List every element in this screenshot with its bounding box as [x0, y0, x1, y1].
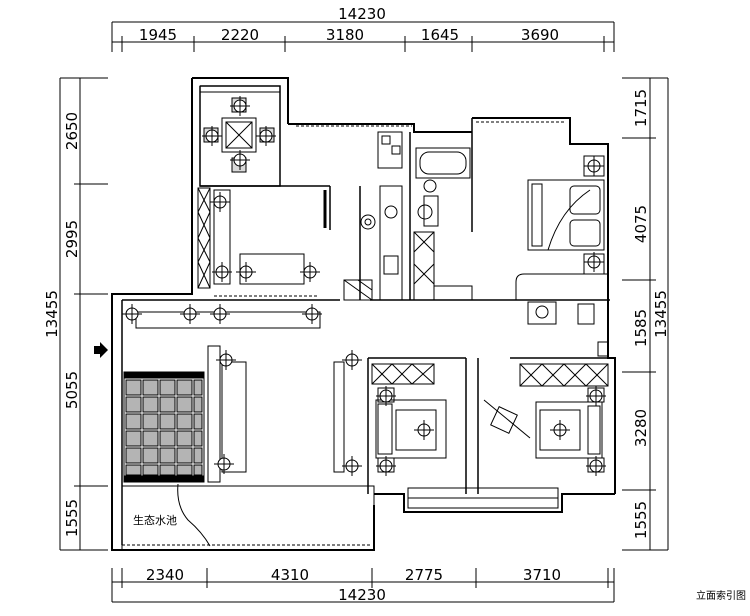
index-symbol [376, 386, 396, 406]
index-symbol [236, 262, 256, 282]
bedroom3-wardrobe [519, 363, 609, 387]
index-symbol [180, 304, 200, 324]
elevation-index-symbols [122, 96, 606, 476]
index-symbol [584, 156, 604, 176]
bedroom2-wardrobe [371, 363, 435, 385]
pond-area [121, 483, 375, 551]
range-hood-symbol [360, 214, 376, 230]
index-symbol [216, 350, 236, 370]
right-dimension-chain [622, 77, 669, 551]
top-dim-5: 3690 [521, 26, 559, 44]
right-dim-3: 1585 [632, 309, 650, 347]
desk-chair [483, 399, 531, 439]
index-symbol [586, 386, 606, 406]
index-symbol [584, 252, 604, 272]
bottom-dim-1: 2340 [146, 566, 184, 584]
balcony-rail [407, 487, 559, 509]
drawing-caption: 立面索引图 [696, 591, 746, 602]
index-symbol [342, 350, 362, 370]
right-dim-5: 1555 [632, 501, 650, 539]
index-symbol [212, 262, 232, 282]
bottom-dim-4: 3710 [523, 566, 561, 584]
right-dim-1: 1715 [632, 89, 650, 127]
index-symbol [550, 420, 570, 440]
bottom-dimension-chain [111, 568, 615, 603]
index-symbol [202, 126, 222, 146]
entrance-arrow-icon [94, 342, 108, 358]
right-dim-4: 3280 [632, 409, 650, 447]
left-dimension-chain [59, 77, 108, 551]
top-total-dim: 14230 [338, 5, 386, 23]
index-symbol [214, 454, 234, 474]
kitchen-counters [343, 131, 403, 301]
index-symbol [342, 456, 362, 476]
index-symbol [210, 192, 230, 212]
bottom-dim-3: 2775 [405, 566, 443, 584]
index-symbol [210, 304, 230, 324]
index-symbol [302, 304, 322, 324]
index-symbol [414, 420, 434, 440]
left-total-dim: 13455 [43, 290, 61, 338]
tile-grid [125, 379, 203, 476]
top-dim-4: 1645 [421, 26, 459, 44]
sofa-left [207, 345, 247, 483]
tv-cabinet-right [333, 361, 345, 473]
right-total-dim: 13455 [652, 290, 670, 338]
index-symbol [300, 262, 320, 282]
index-symbol [230, 96, 250, 116]
top-dim-3: 3180 [326, 26, 364, 44]
top-dimension-chain [111, 21, 615, 52]
right-dim-2: 4075 [632, 205, 650, 243]
bathroom-fixtures [413, 147, 473, 301]
bottom-total-dim: 14230 [338, 586, 386, 604]
pond-label: 生态水池 [133, 513, 177, 527]
top-dim-2: 2220 [221, 26, 259, 44]
left-dim-2: 2995 [63, 220, 81, 258]
index-symbol [122, 304, 142, 324]
left-dim-3: 5055 [63, 371, 81, 409]
top-dim-1: 1945 [139, 26, 177, 44]
window-markers [214, 121, 566, 297]
index-symbol [230, 150, 250, 170]
left-dim-1: 2650 [63, 112, 81, 150]
interior-walls [121, 85, 610, 545]
upper-cabinet-strip [135, 311, 321, 329]
index-symbol [256, 126, 276, 146]
index-symbol [376, 456, 396, 476]
index-symbol [586, 456, 606, 476]
wall-cabinet-left [197, 187, 305, 289]
left-dim-4: 1555 [63, 499, 81, 537]
dresser-top-right [515, 273, 609, 357]
bottom-dim-2: 4310 [271, 566, 309, 584]
